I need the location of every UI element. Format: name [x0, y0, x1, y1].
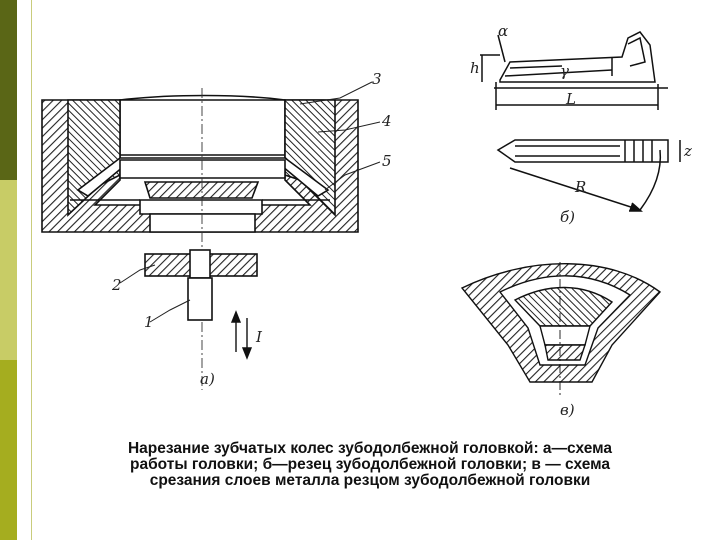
label-h: h: [470, 59, 480, 77]
label-1: 1: [144, 313, 154, 331]
cutter-diagram: [480, 31, 681, 212]
slide-sidebar: [0, 0, 17, 540]
figure-labels: а) б) в) 1 2 3 4 5 I α γ h L R z: [111, 22, 692, 419]
caption-line-3: срезания слоев металла резцом зубодолбеж…: [149, 472, 591, 489]
label-part-b: б): [560, 208, 575, 226]
label-alpha: α: [498, 22, 508, 40]
label-R: R: [574, 178, 586, 196]
label-3: 3: [372, 70, 382, 88]
sidebar-block-top: [0, 0, 17, 180]
label-2: 2: [111, 276, 122, 294]
sidebar-block-middle: [0, 180, 17, 360]
caption-line-2: работы головки; б—резец зубодолбежной го…: [129, 456, 611, 473]
label-part-v: в): [560, 401, 575, 419]
table-and-shaft: [144, 249, 258, 321]
sidebar-block-bottom: [0, 360, 17, 540]
shaft-part-1: [187, 277, 213, 321]
vertical-divider: [31, 0, 32, 540]
label-z: z: [683, 142, 692, 160]
caption-line-1: Нарезание зубчатых колес зубодолбежной г…: [127, 440, 612, 457]
direction-arrows: [230, 310, 253, 360]
label-5: 5: [382, 152, 392, 170]
label-gamma: γ: [560, 62, 569, 80]
chip-layers-diagram: [460, 262, 662, 395]
label-part-a: а): [200, 370, 215, 388]
gear-blank: [143, 181, 260, 199]
figure-caption: Нарезание зубчатых колес зубодолбежной г…: [60, 441, 680, 489]
head-section-diagram: [41, 94, 359, 233]
label-L: L: [565, 90, 576, 108]
label-4: 4: [381, 112, 392, 130]
label-direction: I: [255, 328, 263, 346]
